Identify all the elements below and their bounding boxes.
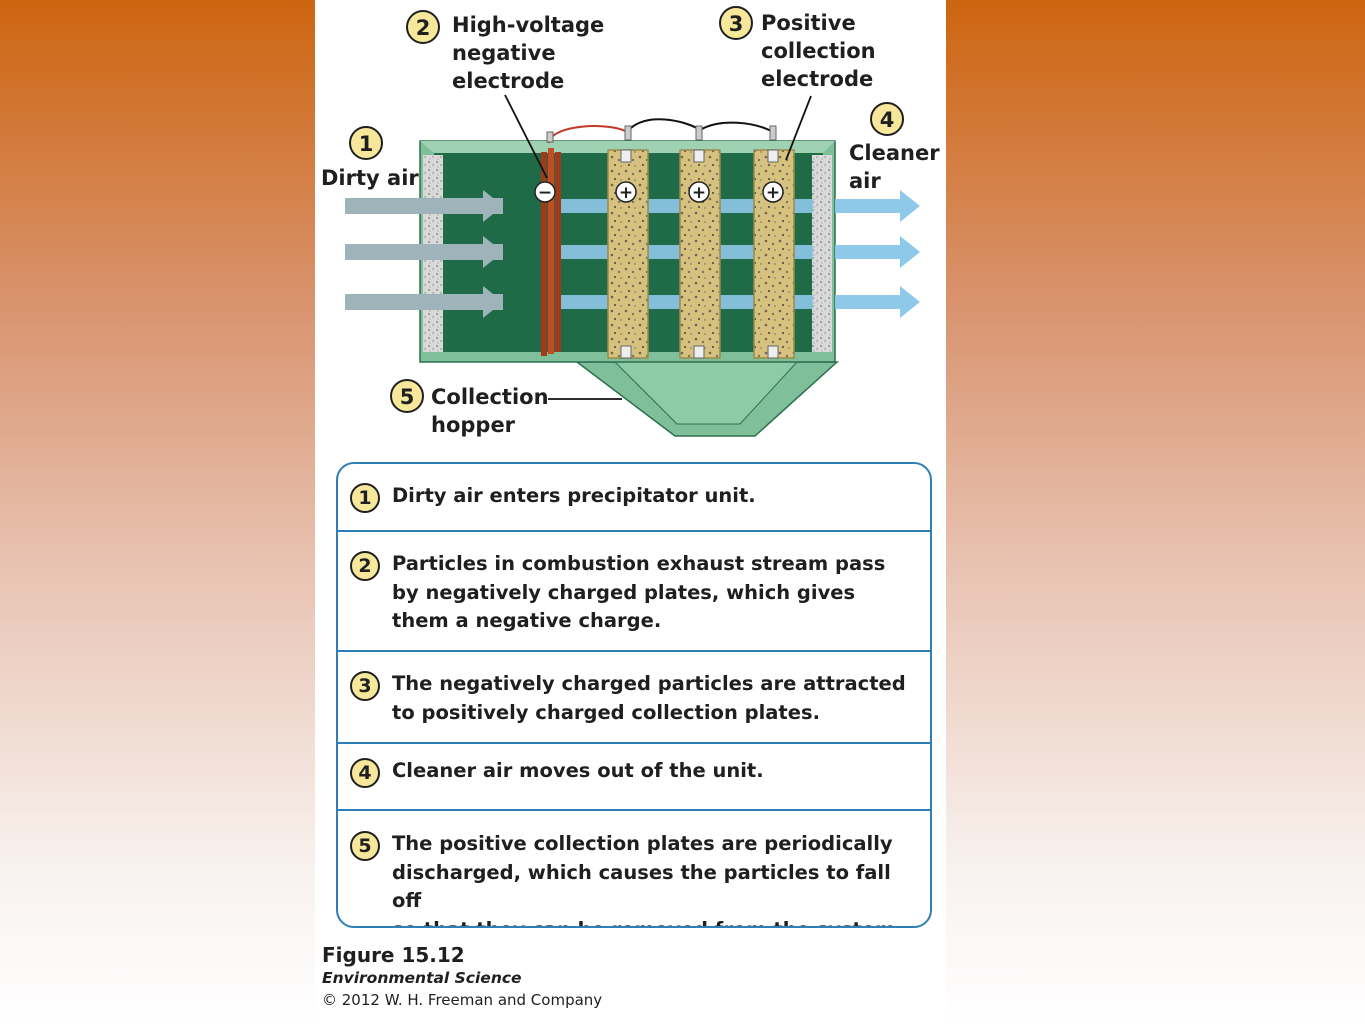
badge-number: 3 bbox=[729, 12, 744, 36]
label-text: Dirty air bbox=[321, 166, 419, 190]
step-text: Particles in combustion exhaust stream p… bbox=[392, 552, 886, 632]
cleaner-air-arrow bbox=[835, 236, 920, 268]
dirty-air-arrows bbox=[345, 190, 503, 318]
step-number-badge: 1 bbox=[350, 483, 380, 513]
badge-number: 2 bbox=[416, 16, 431, 40]
step-divider bbox=[338, 809, 930, 811]
step-text: Dirty air enters precipitator unit. bbox=[392, 484, 756, 507]
step-divider bbox=[338, 650, 930, 652]
number-badge bbox=[349, 126, 383, 160]
dirty-air-arrow bbox=[345, 190, 503, 222]
positive-charge-icon bbox=[762, 181, 784, 203]
cleaner-air-arrow bbox=[835, 190, 920, 222]
cleaner-air-arrow bbox=[835, 286, 920, 318]
step-divider bbox=[338, 530, 930, 532]
positive-electrode-1: + bbox=[607, 149, 649, 359]
label-text: Positive bbox=[761, 11, 856, 35]
step-item-2: 2 Particles in combustion exhaust stream… bbox=[338, 551, 930, 636]
leader-lines bbox=[504, 94, 812, 400]
step-item-4: 4 Cleaner air moves out of the unit. bbox=[338, 758, 930, 788]
figure-caption: Figure 15.12 Environmental Science © 201… bbox=[322, 943, 602, 1011]
electrode-wires bbox=[546, 118, 777, 144]
dirty-air-arrow bbox=[345, 236, 503, 268]
positive-sign: + bbox=[766, 183, 780, 203]
label-text: negative bbox=[452, 41, 556, 65]
badge-number: 4 bbox=[880, 108, 895, 132]
label-dirty-air: 1 Dirty air bbox=[321, 126, 419, 190]
outlet-filter bbox=[812, 155, 832, 352]
step-divider bbox=[338, 742, 930, 744]
step-text: Cleaner air moves out of the unit. bbox=[392, 759, 764, 782]
positive-charge-icon bbox=[615, 181, 637, 203]
step-text: The negatively charged particles are att… bbox=[392, 672, 906, 724]
number-badge bbox=[870, 102, 904, 136]
badge-number: 1 bbox=[359, 132, 374, 156]
negative-charge-icon bbox=[534, 181, 556, 203]
collection-hopper bbox=[574, 361, 839, 437]
step-number-badge: 5 bbox=[350, 831, 380, 861]
step-item-5: 5 The positive collection plates are per… bbox=[338, 831, 930, 926]
label-positive-electrode: 3 Positive collection electrode bbox=[719, 6, 876, 91]
number-badge bbox=[390, 379, 424, 413]
label-cleaner-air: 4 Cleaner air bbox=[849, 102, 940, 193]
step-text: The positive collection plates are perio… bbox=[392, 832, 903, 926]
label-text: air bbox=[849, 169, 881, 193]
positive-charge-icon bbox=[688, 181, 710, 203]
electrostatic-precipitator-diagram: − + + + bbox=[321, 6, 940, 437]
positive-electrode-2: + bbox=[679, 149, 721, 359]
label-text: Collection bbox=[431, 385, 549, 409]
step-number-badge: 4 bbox=[350, 758, 380, 788]
cleaner-air-arrows bbox=[835, 190, 920, 318]
book-title: Environmental Science bbox=[322, 969, 522, 987]
negative-sign: − bbox=[538, 183, 552, 203]
positive-sign: + bbox=[692, 183, 706, 203]
steps-list: 1 Dirty air enters precipitator unit. 2 … bbox=[336, 462, 932, 928]
label-text: Cleaner bbox=[849, 141, 940, 165]
label-negative-electrode: 2 High-voltage negative electrode bbox=[406, 10, 604, 93]
positive-sign: + bbox=[619, 183, 633, 203]
label-text: High-voltage bbox=[452, 13, 604, 37]
step-item-3: 3 The negatively charged particles are a… bbox=[338, 671, 930, 727]
number-badge bbox=[719, 6, 753, 40]
label-text: electrode bbox=[452, 69, 564, 93]
badge-number: 5 bbox=[400, 385, 415, 409]
positive-electrode-3: + bbox=[753, 149, 795, 359]
dirty-air-arrow bbox=[345, 286, 503, 318]
copyright-notice: © 2012 W. H. Freeman and Company bbox=[322, 991, 603, 1009]
figure-number: Figure 15.12 bbox=[322, 943, 465, 967]
label-text: hopper bbox=[431, 413, 516, 437]
step-number-badge: 3 bbox=[350, 671, 380, 701]
step-item-1: 1 Dirty air enters precipitator unit. bbox=[338, 483, 930, 513]
label-text: electrode bbox=[761, 67, 873, 91]
negative-electrode: − bbox=[534, 148, 561, 356]
number-badge bbox=[406, 10, 440, 44]
label-text: collection bbox=[761, 39, 876, 63]
step-number-badge: 2 bbox=[350, 551, 380, 581]
figure-panel: − + + + bbox=[315, 0, 946, 1024]
label-collection-hopper: 5 Collection hopper bbox=[390, 379, 549, 437]
